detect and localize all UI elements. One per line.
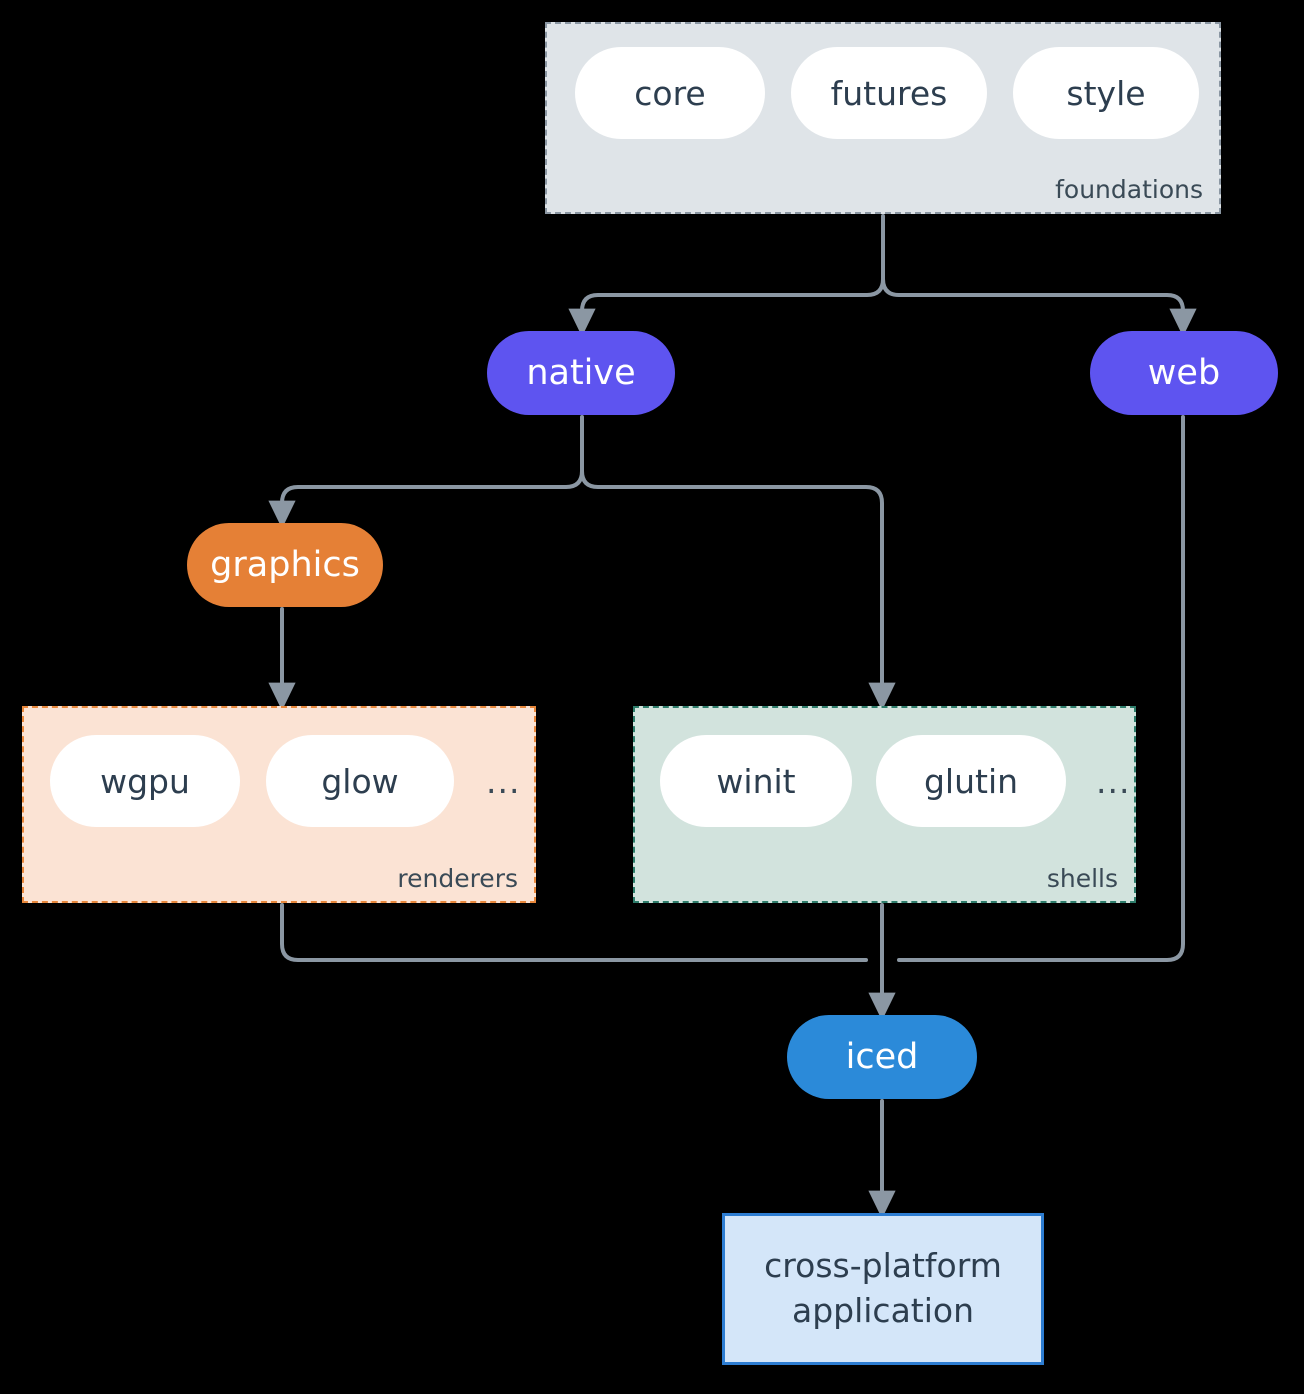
node-graphics[interactable]: graphics xyxy=(187,523,383,607)
foundations-item-core[interactable]: core xyxy=(575,47,765,139)
shells-item-row: winit glutin ... xyxy=(660,735,1130,827)
foundations-item-row: core futures style xyxy=(575,47,1199,139)
group-foundations: core futures style foundations xyxy=(545,22,1221,214)
renderers-item-row: wgpu glow ... xyxy=(50,735,520,827)
foundations-item-futures[interactable]: futures xyxy=(791,47,987,139)
group-label-foundations: foundations xyxy=(1055,175,1203,204)
application-label-line1: cross-platform xyxy=(764,1246,1002,1286)
shells-item-glutin[interactable]: glutin xyxy=(876,735,1066,827)
edge-foundations-to-web xyxy=(881,277,1197,337)
group-renderers: wgpu glow ... renderers xyxy=(22,706,536,903)
group-shells: winit glutin ... shells xyxy=(633,706,1136,903)
renderers-item-wgpu[interactable]: wgpu xyxy=(50,735,240,827)
edge-foundations-to-native xyxy=(568,277,885,337)
edge-native-to-shells xyxy=(580,469,896,711)
shells-more-ellipsis: ... xyxy=(1096,761,1131,801)
foundations-item-style[interactable]: style xyxy=(1013,47,1199,139)
application-label-line2: application xyxy=(791,1291,975,1330)
node-web[interactable]: web xyxy=(1090,331,1278,415)
group-label-shells: shells xyxy=(1046,864,1118,893)
shells-item-winit[interactable]: winit xyxy=(660,735,852,827)
node-cross-platform-application[interactable]: cross-platform application xyxy=(722,1213,1044,1365)
renderers-more-ellipsis: ... xyxy=(486,761,521,801)
group-label-renderers: renderers xyxy=(397,864,518,893)
edge-native-to-graphics xyxy=(268,469,584,529)
edge-renderers-to-iced xyxy=(280,903,868,962)
renderers-item-glow[interactable]: glow xyxy=(266,735,454,827)
node-native[interactable]: native xyxy=(487,331,675,415)
node-iced[interactable]: iced xyxy=(787,1015,977,1099)
